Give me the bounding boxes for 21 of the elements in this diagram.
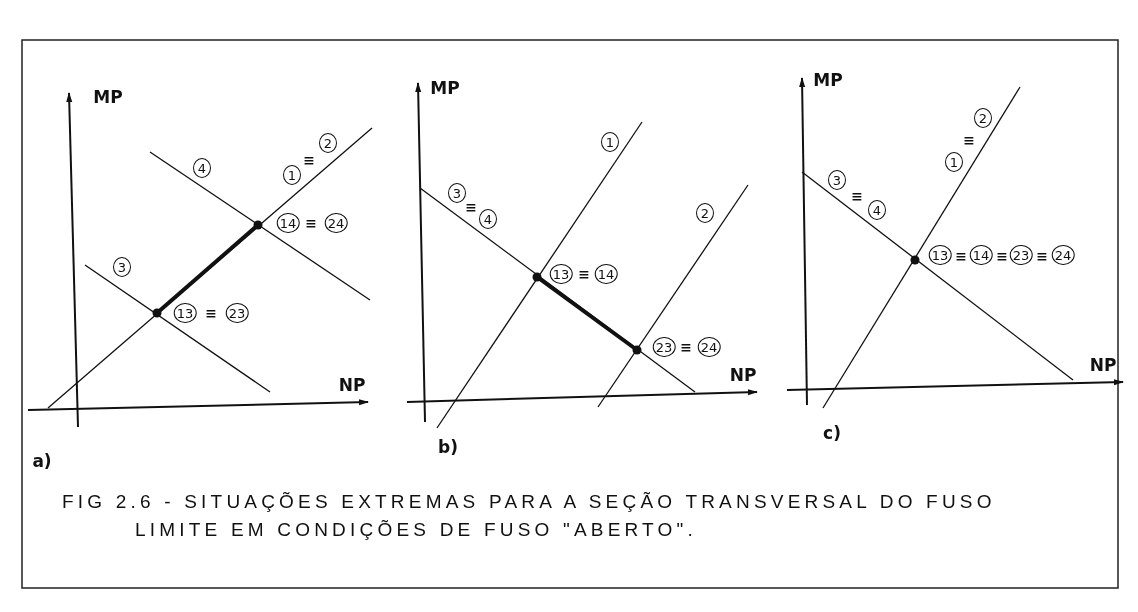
panel-label: a) — [32, 452, 52, 470]
panel-label: b) — [438, 438, 458, 456]
axis-label: NP — [729, 366, 757, 384]
equivalence-sign: ≡ — [680, 340, 692, 354]
equivalence-sign: ≡ — [465, 200, 477, 214]
axis-label: NP — [1089, 356, 1117, 374]
equivalence-sign: ≡ — [578, 267, 590, 281]
equivalence-sign: ≡ — [851, 189, 863, 203]
figure-caption: FIG 2.6 - SITUAÇÕES EXTREMAS PARA A SEÇÃO TRANSVERSAL DO FUSO LIMITE EM CONDIÇÕES DE FUSO "ABERTO". — [62, 490, 997, 542]
axis-label: MP — [93, 88, 123, 106]
equivalence-sign: ≡ — [303, 153, 315, 167]
equivalence-sign: ≡ — [205, 306, 217, 320]
equivalence-sign: ≡ — [963, 133, 975, 147]
equivalence-sign: ≡ — [996, 249, 1008, 263]
axis-label: MP — [813, 71, 843, 89]
axis-label: MP — [430, 79, 460, 97]
equivalence-sign: ≡ — [1036, 249, 1048, 263]
axis-label: NP — [338, 376, 366, 394]
panel-label: c) — [823, 424, 841, 442]
equivalence-sign: ≡ — [305, 216, 317, 230]
equivalence-sign: ≡ — [955, 249, 967, 263]
